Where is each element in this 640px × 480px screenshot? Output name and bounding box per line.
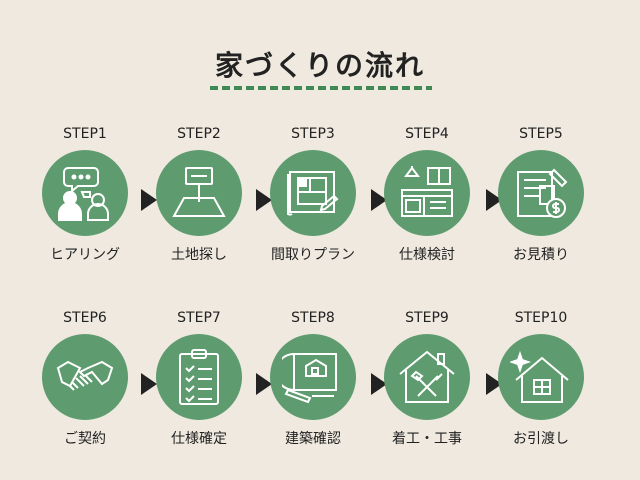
step-label: STEP4 [405, 126, 449, 142]
arrow-icon [256, 373, 272, 395]
step-name: 土地探し [171, 247, 227, 263]
step-name: ヒアリング [50, 247, 120, 263]
arrow-icon [141, 189, 157, 211]
title-underline [210, 86, 432, 90]
arrow-icon [371, 189, 387, 211]
step-label: STEP1 [63, 126, 107, 142]
kitchen-icon [401, 166, 453, 217]
step-circle [498, 150, 584, 236]
step-8: STEP8 建築確認 [258, 308, 368, 448]
new-house-icon [510, 350, 569, 403]
checklist-icon [179, 349, 219, 405]
step-circle [270, 150, 356, 236]
step-name: 仕様検討 [399, 247, 455, 263]
step-4: STEP4 仕様検討 [372, 124, 482, 264]
estimate-icon [517, 168, 568, 218]
step-label: STEP5 [519, 126, 563, 142]
step-2: STEP2 土地探し [144, 124, 254, 264]
step-circle [270, 334, 356, 420]
step-circle [384, 334, 470, 420]
step-circle [156, 334, 242, 420]
step-name: 仕様確定 [171, 431, 227, 447]
step-circle [42, 334, 128, 420]
chat-people-icon [58, 167, 109, 221]
land-sign-icon [172, 167, 226, 217]
step-label: STEP7 [177, 310, 221, 326]
step-circle [42, 150, 128, 236]
step-7: STEP7 仕様確定 [144, 308, 254, 448]
step-name: 着工・工事 [392, 431, 462, 447]
arrow-icon [141, 373, 157, 395]
step-3: STEP3 間取りプラン [258, 124, 368, 264]
blueprint-icon [282, 353, 337, 404]
step-10: STEP10 お引渡し [486, 308, 596, 448]
flow-row-2: STEP6 ご契約 STEP7 仕様確定 STEP8 [0, 308, 640, 468]
step-name: お見積り [513, 247, 569, 263]
step-circle [156, 150, 242, 236]
page-title: 家づくりの流れ [214, 49, 425, 82]
arrow-icon [256, 189, 272, 211]
handshake-icon [56, 360, 114, 391]
step-label: STEP9 [405, 310, 449, 326]
step-label: STEP6 [63, 310, 107, 326]
step-name: お引渡し [513, 431, 569, 447]
step-circle [498, 334, 584, 420]
step-name: 間取りプラン [271, 247, 355, 263]
step-name: ご契約 [64, 431, 106, 447]
arrow-icon [371, 373, 387, 395]
step-1: STEP1 ヒアリング [30, 124, 140, 264]
step-6: STEP6 ご契約 [30, 308, 140, 448]
floor-plan-icon [287, 171, 339, 216]
step-9: STEP9 着工・工事 [372, 308, 482, 448]
step-name: 建築確認 [285, 431, 341, 447]
construction-house-icon [399, 350, 455, 403]
step-label: STEP8 [291, 310, 335, 326]
step-5: STEP5 お見積り [486, 124, 596, 264]
step-label: STEP2 [177, 126, 221, 142]
step-label: STEP3 [291, 126, 335, 142]
step-circle [384, 150, 470, 236]
step-label: STEP10 [514, 310, 568, 326]
flow-row-1: STEP1 ヒアリング STEP2 土地探し [0, 124, 640, 284]
